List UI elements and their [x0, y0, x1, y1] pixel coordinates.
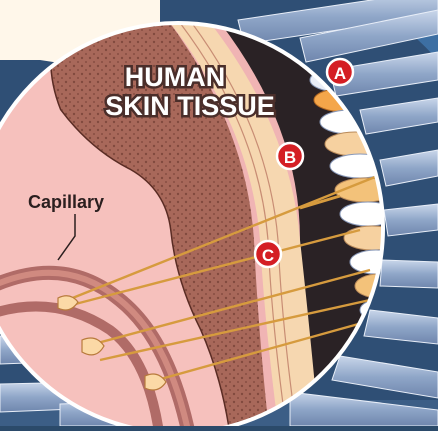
- marker-c: C: [255, 241, 281, 267]
- marker-a: A: [327, 59, 353, 85]
- marker-c-label: C: [262, 246, 274, 265]
- capillary-label: Capillary: [28, 192, 104, 212]
- marker-b: B: [277, 143, 303, 169]
- title-line1: HUMAN: [125, 62, 226, 92]
- marker-a-label: A: [334, 64, 346, 83]
- title-line2: SKIN TISSUE: [105, 91, 275, 121]
- marker-b-label: B: [284, 148, 296, 167]
